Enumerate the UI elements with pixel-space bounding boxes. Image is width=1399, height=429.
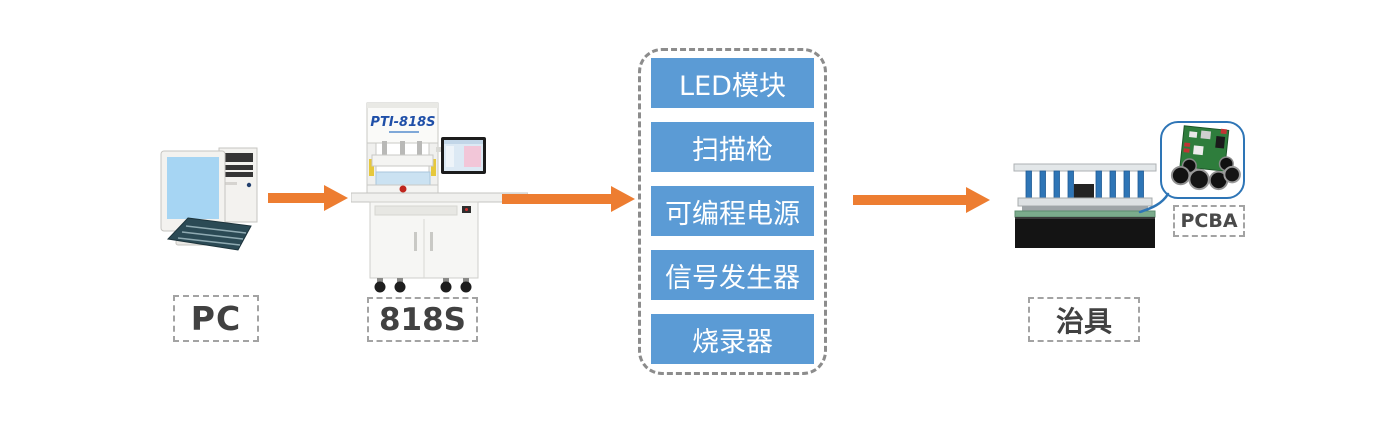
module-group-container: LED模块 扫描枪 可编程电源 信号发生器 烧录器: [638, 48, 827, 375]
module-box-scanner: 扫描枪: [651, 122, 814, 172]
desktop-computer-icon: [160, 147, 258, 251]
arrow-tester-to-modules: [502, 186, 635, 212]
module-box-programmable-power: 可编程电源: [651, 186, 814, 236]
callout-tail-line: [1138, 192, 1170, 214]
machine-brand-text: PTI-818S: [370, 115, 435, 130]
arrow-modules-to-fixture: [853, 187, 990, 213]
arrow-pc-to-tester: [268, 185, 348, 211]
module-box-signal-generator: 信号发生器: [651, 250, 814, 300]
fixture-label: 治具: [1028, 297, 1140, 342]
test-fixture-icon: [1013, 163, 1157, 248]
pcba-callout-bubble: [1160, 121, 1245, 199]
circuit-board-icon: [1170, 125, 1241, 191]
tester-label: 818S: [367, 297, 478, 342]
ict-test-machine-icon: PTI-818S: [351, 102, 528, 293]
module-box-led: LED模块: [651, 58, 814, 108]
module-box-burner: 烧录器: [651, 314, 814, 364]
pc-label: PC: [173, 295, 259, 342]
pcba-label: PCBA: [1173, 205, 1245, 237]
